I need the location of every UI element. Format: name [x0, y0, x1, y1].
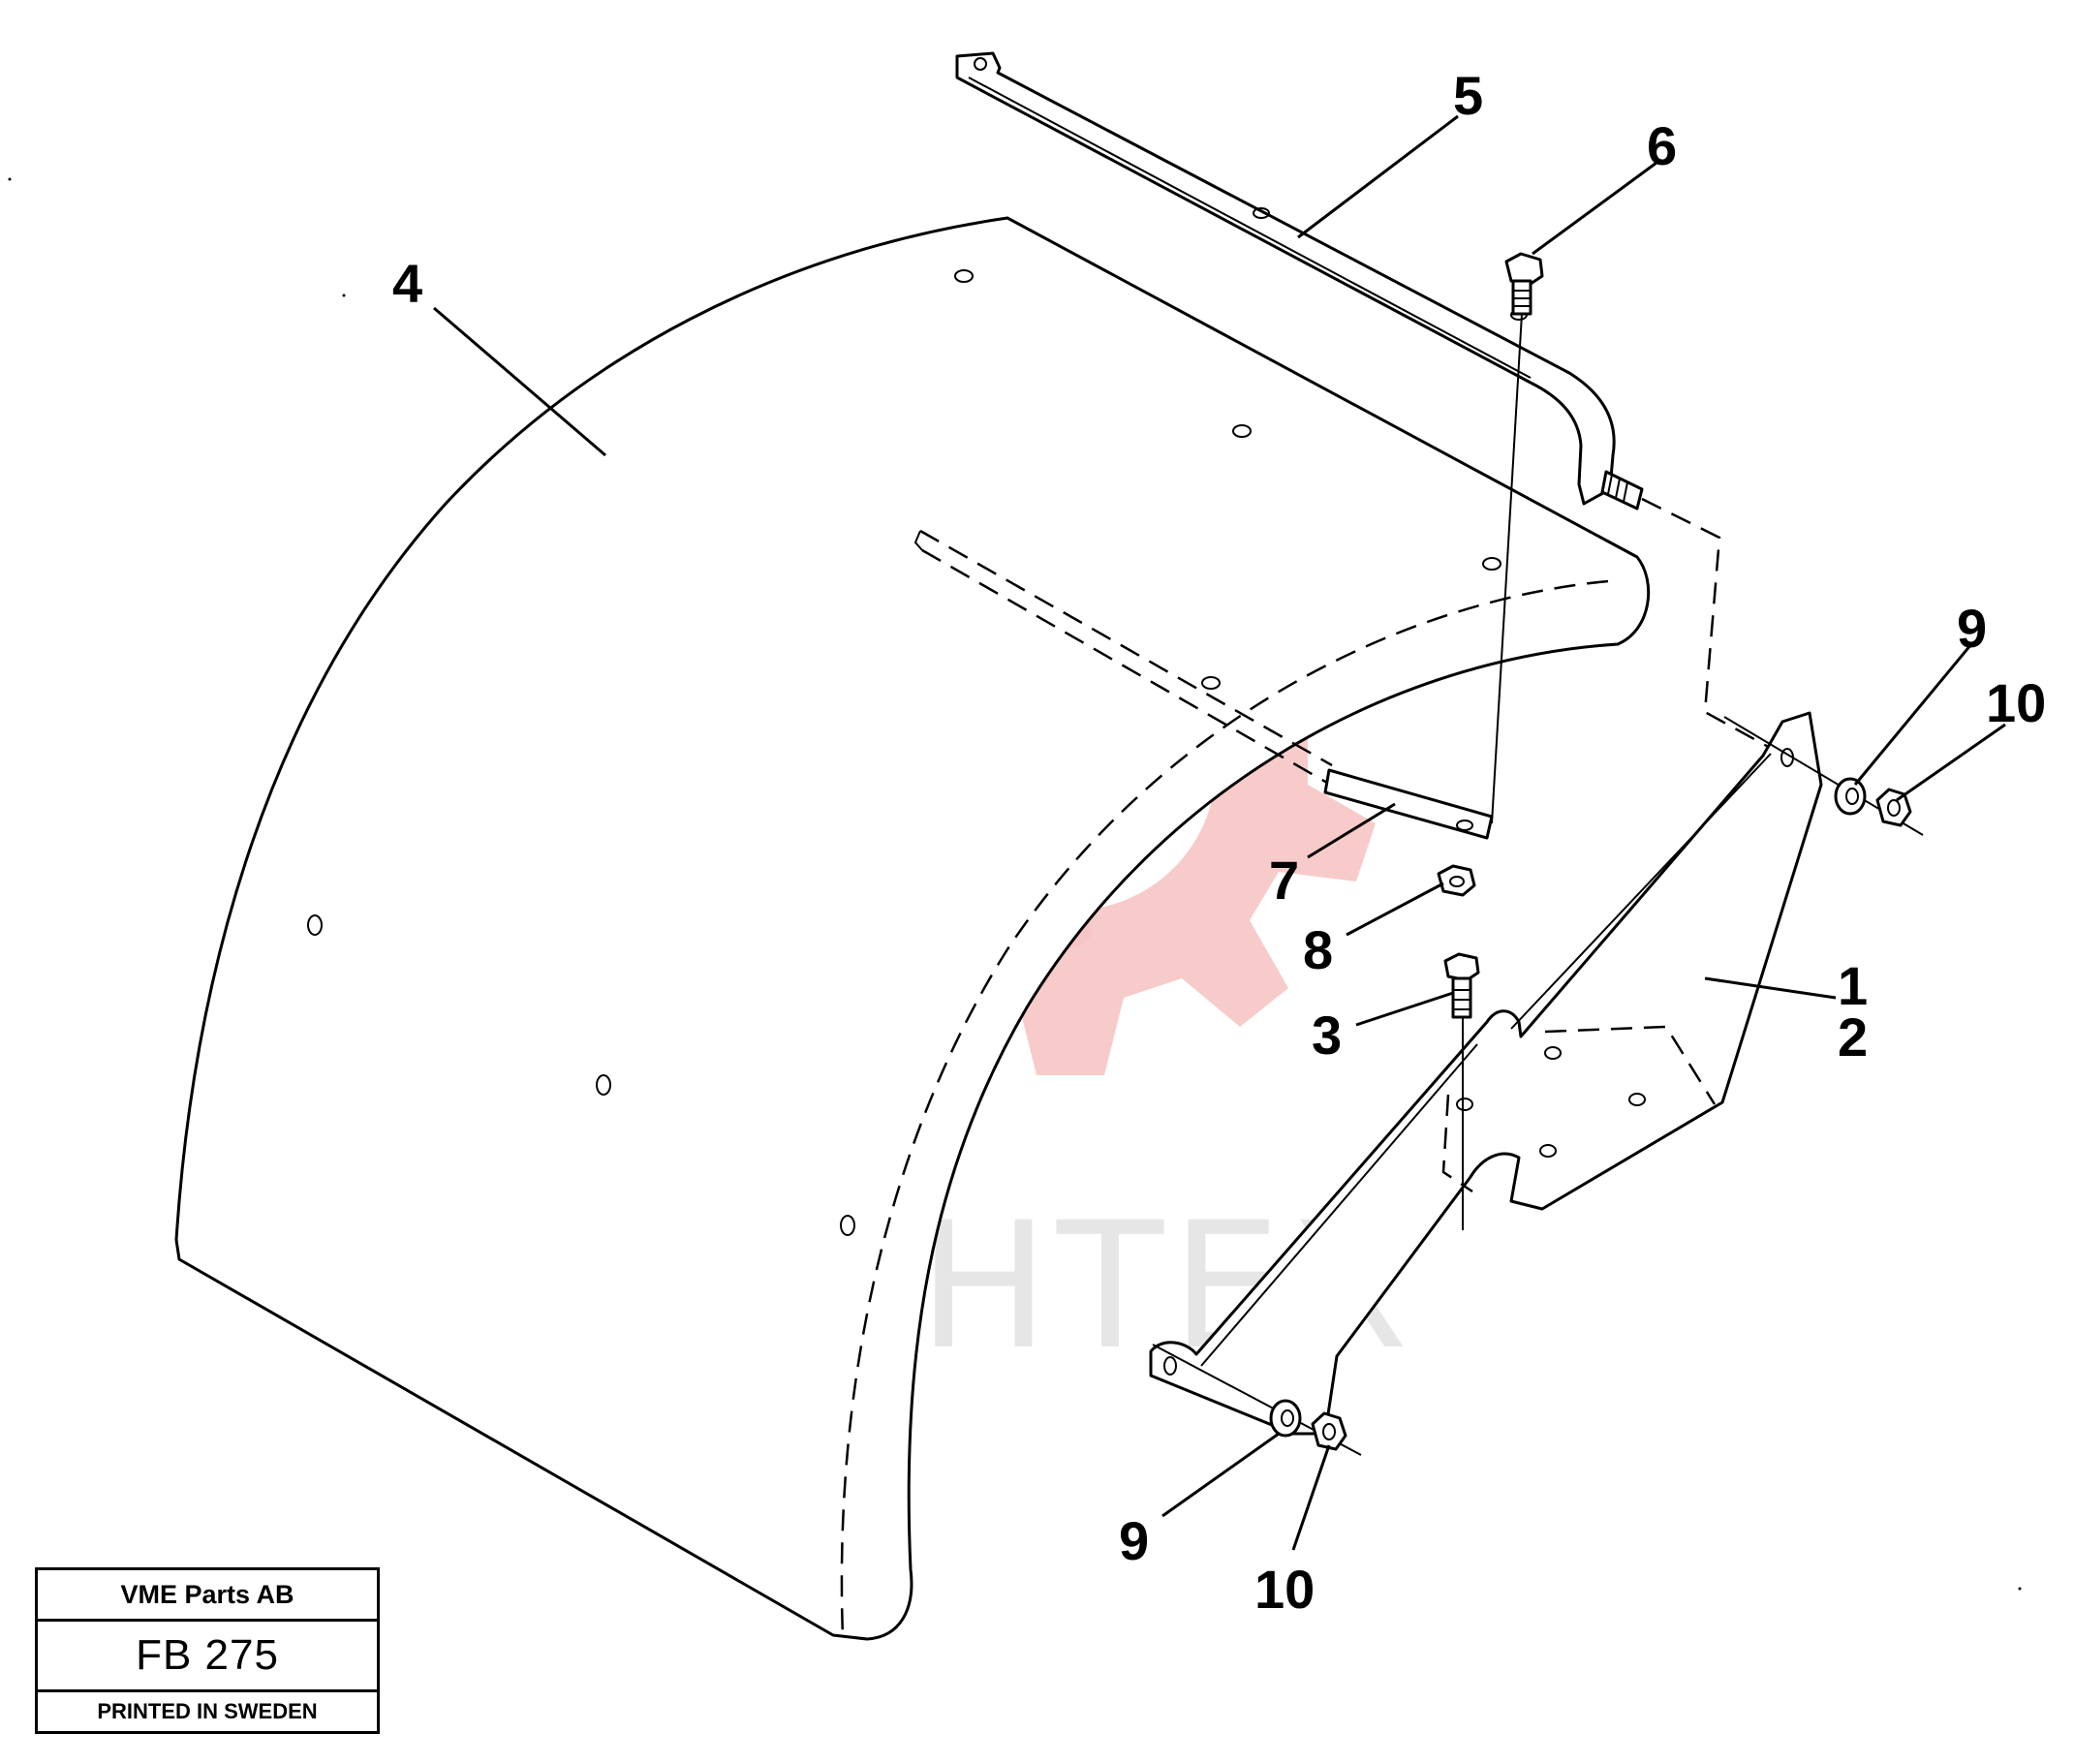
callout-2: 2: [1838, 1006, 1868, 1068]
part-bolt-3: [1443, 952, 1480, 1019]
scan-speck: [8, 177, 12, 181]
part-fender: [174, 216, 1651, 1641]
title-block-company: VME Parts AB: [38, 1570, 377, 1622]
callouts: 1 2 3 4 5 6 7 8 9 10 9 10: [392, 65, 2046, 1620]
callout-4: 4: [392, 253, 422, 314]
part-washer-9-left: [1269, 1399, 1302, 1438]
callout-7: 7: [1269, 850, 1299, 911]
callout-8: 8: [1303, 919, 1333, 980]
scan-speck: [2018, 1587, 2022, 1591]
title-block-footer: PRINTED IN SWEDEN: [97, 1699, 318, 1723]
callout-10-right: 10: [1986, 672, 2046, 733]
callout-10-left: 10: [1254, 1559, 1315, 1620]
part-washer-9-right: [1834, 777, 1867, 816]
part-bolt-6: [1491, 252, 1544, 824]
scan-speck: [342, 294, 346, 297]
callout-9-right: 9: [1957, 598, 1987, 659]
part-strap-stud: [1600, 470, 1803, 767]
title-block-code: FB 275: [38, 1622, 377, 1692]
callout-5: 5: [1453, 65, 1483, 126]
callout-9-left: 9: [1119, 1510, 1149, 1571]
title-block: VME Parts AB FB 275 PRINTED IN SWEDEN: [35, 1567, 380, 1734]
part-nut-10-right: [1875, 788, 1912, 827]
callout-3: 3: [1312, 1005, 1342, 1066]
callout-6: 6: [1647, 115, 1677, 176]
leader-lines: [433, 114, 2006, 1551]
part-nut-10-left: [1311, 1411, 1347, 1451]
part-lower-bracket: [1323, 768, 1494, 840]
part-nut-8: [1437, 864, 1476, 897]
callout-1: 1: [1838, 955, 1868, 1016]
part-upper-strap: [955, 51, 1616, 506]
